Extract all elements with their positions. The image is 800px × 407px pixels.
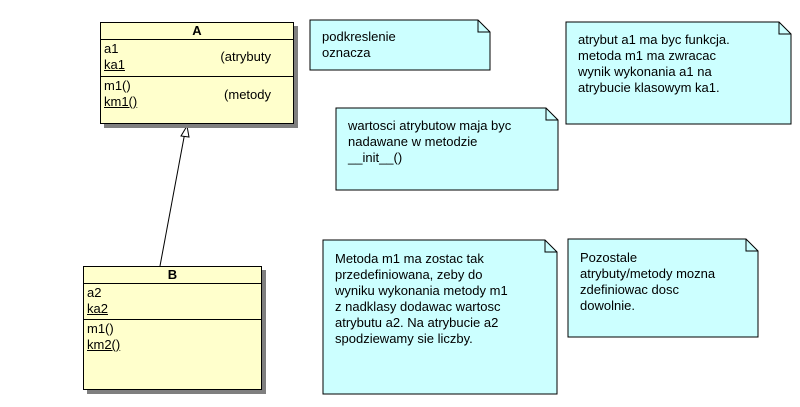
class-a-attributes-comment: (atrybuty — [220, 49, 271, 64]
note-1-shape — [309, 19, 491, 71]
note-shapes — [309, 19, 792, 395]
class-a-method-km1: km1() — [104, 94, 138, 109]
class-a-title: A — [101, 23, 293, 40]
note-a1-function-text: atrybut a1 ma byc funkcja. metoda m1 ma … — [578, 32, 730, 95]
class-b-attributes: a2 ka2 — [84, 284, 261, 320]
class-a-method-m1: m1() — [104, 78, 131, 93]
note-a1-function[interactable]: atrybut a1 ma byc funkcja. metoda m1 ma … — [566, 22, 791, 124]
note-underline-meaning[interactable]: podkreslenie oznacza . . . . . . . — [310, 20, 490, 70]
class-a-attribute-a1: a1 — [104, 41, 119, 56]
class-a-attribute-ka1: ka1 — [104, 57, 125, 72]
note-remaining-members-text: Pozostale atrybuty/metody mozna zdefinio… — [580, 250, 716, 313]
class-b-method-m1: m1() — [87, 321, 114, 336]
note-5-fold — [745, 239, 758, 252]
note-init-values-text: wartosci atrybutow maja byc nadawane w m… — [348, 118, 512, 165]
generalization-edge[interactable] — [159, 124, 190, 267]
note-underline-meaning-text: podkreslenie oznacza . . . . . . . — [322, 29, 396, 69]
note-1-fold — [477, 20, 490, 33]
note-remaining-members[interactable]: Pozostale atrybuty/metody mozna zdefinio… — [568, 239, 758, 337]
class-b-attribute-ka2: ka2 — [87, 301, 108, 316]
class-b[interactable]: B a2 ka2 m1() km2() — [83, 266, 262, 390]
note-3-shape — [565, 21, 792, 125]
inheritance-arrowhead — [180, 124, 190, 138]
note-4-fold — [544, 240, 557, 253]
class-b-method-km2: km2() — [87, 337, 121, 352]
note-3-fold — [778, 22, 791, 35]
class-a-methods: m1() km1() (metody — [101, 77, 293, 123]
note-2-fold — [545, 108, 558, 121]
note-m1-override-text: Metoda m1 ma zostac tak przedefiniowana,… — [335, 251, 508, 346]
class-a-methods-comment: (metody — [224, 87, 271, 102]
inheritance-line — [159, 131, 186, 267]
class-b-attribute-a2: a2 — [87, 285, 102, 300]
note-init-values[interactable]: wartosci atrybutow maja byc nadawane w m… — [336, 108, 558, 190]
note-5-shape — [567, 238, 759, 338]
class-a-attributes: a1 ka1 (atrybuty — [101, 40, 293, 77]
class-b-title: B — [84, 267, 261, 284]
note-2-shape — [335, 107, 559, 191]
note-4-shape — [322, 239, 558, 395]
note-m1-override[interactable]: Metoda m1 ma zostac tak przedefiniowana,… — [323, 240, 557, 394]
class-a[interactable]: A a1 ka1 (atrybuty m1() km1() (metody — [100, 22, 294, 124]
class-b-methods: m1() km2() — [84, 320, 261, 389]
